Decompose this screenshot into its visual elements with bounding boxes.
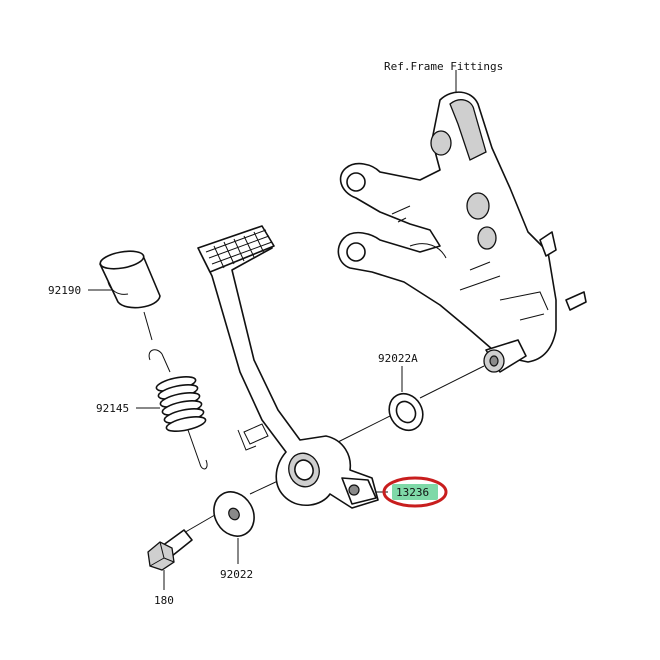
washer-92022 xyxy=(213,491,255,564)
axis-line xyxy=(419,365,485,399)
label-13236[interactable]: 13236 xyxy=(396,486,429,499)
bolt-180 xyxy=(147,529,193,590)
washer-92022a xyxy=(388,366,424,432)
collar-92190 xyxy=(88,250,161,341)
label-ref-frame-fittings: Ref.Frame Fittings xyxy=(384,60,503,73)
label-92022: 92022 xyxy=(220,568,253,581)
label-92022a: 92022A xyxy=(378,352,418,365)
highlight-13236[interactable] xyxy=(382,476,448,508)
spring-92145 xyxy=(136,349,208,470)
label-92145: 92145 xyxy=(96,402,129,415)
label-180: 180 xyxy=(154,594,174,607)
brake-pedal-lever xyxy=(197,225,388,509)
label-92190: 92190 xyxy=(48,284,81,297)
frame-fitting xyxy=(337,70,587,373)
